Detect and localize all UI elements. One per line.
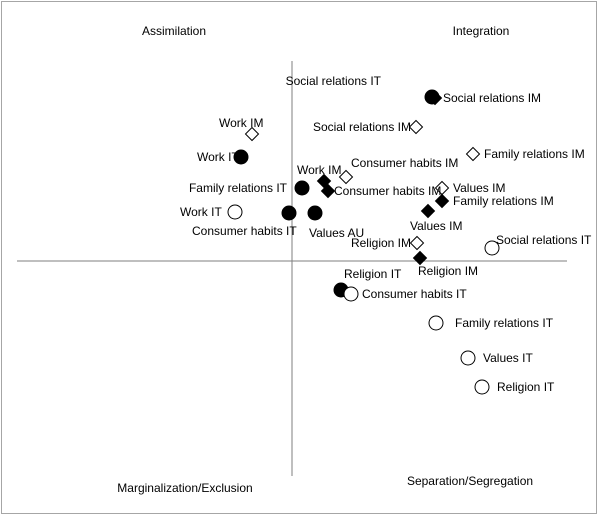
point-values-au-filled-circle — [307, 205, 323, 221]
point-work-im-open-diamond — [244, 126, 260, 142]
point-label-consumer-habits-it: Consumer habits IT — [362, 287, 467, 301]
point-label-values-au: Values AU — [309, 226, 364, 240]
point-label-work-it: Work IT — [180, 205, 222, 219]
point-consumer-habits-it-filled-circle — [281, 205, 297, 221]
point-label-values-im: Values IM — [410, 219, 462, 233]
point-label-work-im: Work IM — [297, 163, 341, 177]
point-label-social-relations-it: Social relations IT — [496, 233, 592, 247]
point-religion-it-open-circle — [474, 379, 490, 395]
point-label-family-relations-it: Family relations IT — [189, 181, 288, 195]
point-values-im-filled-diamond — [420, 203, 436, 219]
point-social-relations-im-filled-diamond — [427, 90, 443, 106]
point-label-family-relations-it: Family relations IT — [455, 316, 554, 330]
point-religion-im-open-diamond — [409, 235, 425, 251]
point-label-consumer-habits-im: Consumer habits IM — [351, 156, 458, 170]
labels-layer: Social relations IT Social relations IM So… — [180, 74, 592, 394]
quadrant-label-separation: Separation/Segregation — [407, 474, 533, 488]
point-label-consumer-habits-im: Consumer habits IM — [334, 184, 441, 198]
point-family-relations-it-filled-circle — [294, 180, 310, 196]
point-work-it-open-circle — [227, 204, 243, 220]
point-social-relations-im-open-diamond — [408, 119, 424, 135]
quadrant-label-assimilation: Assimilation — [142, 24, 206, 38]
points-layer — [227, 89, 500, 395]
point-label-religion-it: Religion IT — [497, 380, 555, 394]
point-values-it-open-circle — [460, 350, 476, 366]
point-label-work-it: Work IT — [197, 150, 239, 164]
point-family-relations-im-filled-diamond — [434, 193, 450, 209]
point-social-relations-it-open-circle — [484, 240, 500, 256]
point-label-religion-im: Religion IM — [418, 264, 478, 278]
point-label-family-relations-im: Family relations IM — [484, 147, 585, 161]
point-consumer-habits-im-open-diamond — [338, 169, 354, 185]
point-label-social-relations-it: Social relations IT — [286, 74, 382, 88]
point-label-social-relations-im: Social relations IM — [443, 91, 541, 105]
point-label-values-im: Values IM — [453, 181, 505, 195]
point-label-consumer-habits-it: Consumer habits IT — [192, 224, 297, 238]
point-family-relations-im-open-diamond — [465, 146, 481, 162]
point-label-religion-it: Religion IT — [344, 267, 402, 281]
point-religion-im-filled-diamond — [412, 250, 428, 266]
quadrant-label-integration: Integration — [453, 24, 510, 38]
point-label-religion-im: Religion IM — [351, 236, 411, 250]
axes-layer — [17, 61, 567, 476]
point-family-relations-it-open-circle — [428, 315, 444, 331]
point-work-im-filled-diamond — [316, 173, 332, 189]
point-consumer-habits-im-filled-diamond — [320, 183, 336, 199]
quadrant-label-marginalization: Marginalization/Exclusion — [117, 481, 252, 495]
point-label-values-it: Values IT — [483, 351, 533, 365]
point-consumer-habits-it-open-circle — [343, 286, 359, 302]
point-label-work-im: Work IM — [219, 116, 263, 130]
point-work-it-filled-circle — [233, 149, 249, 165]
point-label-family-relations-im: Family relations IM — [453, 194, 554, 208]
point-label-social-relations-im: Social relations IM — [313, 120, 411, 134]
